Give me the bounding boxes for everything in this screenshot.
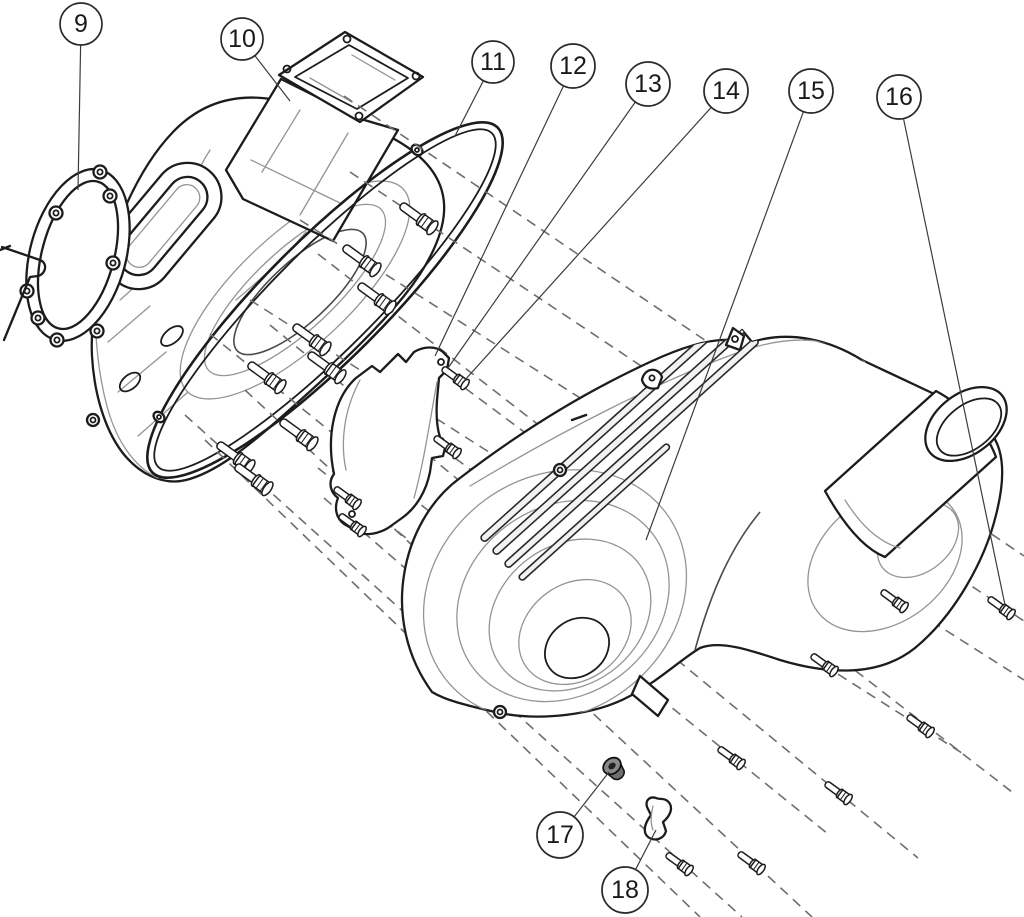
tick-mark [570, 413, 588, 422]
callout-circle-12[interactable] [550, 43, 596, 89]
callout-label-11: 11 [480, 48, 506, 76]
outer-cover [400, 326, 1008, 720]
callout-label-9: 9 [74, 10, 88, 38]
leader-10 [254, 55, 291, 102]
grommet [602, 756, 625, 781]
assembly-axis [317, 253, 1013, 793]
callout-circle-15[interactable] [788, 68, 834, 114]
callout-15[interactable]: 15 [788, 68, 834, 114]
callout-circle-14[interactable] [703, 68, 749, 114]
callout-17[interactable]: 17 [536, 811, 584, 859]
vent-louvers [480, 330, 759, 581]
callout-11[interactable]: 11 [471, 40, 515, 84]
gasket [19, 164, 131, 348]
callout-10[interactable]: 10 [220, 17, 264, 61]
callout-14[interactable]: 14 [703, 68, 749, 114]
leader-13 [447, 101, 636, 369]
leader-12 [434, 85, 565, 357]
leader-18 [635, 829, 657, 870]
inner-cover [85, 30, 446, 483]
leader-14 [463, 106, 712, 382]
air-duct-mouth [277, 30, 425, 124]
leader-11 [454, 80, 484, 137]
callout-label-12: 12 [559, 52, 587, 80]
intake-tube [823, 385, 1008, 559]
callout-label-14: 14 [712, 77, 740, 105]
callout-label-10: 10 [228, 25, 256, 53]
callout-label-17: 17 [546, 821, 574, 849]
callout-18[interactable]: 18 [601, 866, 649, 914]
callout-circle-11[interactable] [471, 40, 515, 84]
callout-circle-17[interactable] [536, 811, 584, 859]
callout-bubbles: 9 10 11 12 13 14 15 16 17 18 [59, 2, 922, 914]
callout-circle-16[interactable] [876, 74, 922, 120]
leader-lines [77, 44, 1006, 870]
retainer-clip [643, 796, 673, 841]
seal-ring [146, 121, 504, 479]
callout-13[interactable]: 13 [625, 61, 671, 107]
leader-17 [573, 771, 610, 818]
callout-16[interactable]: 16 [876, 74, 922, 120]
callout-label-15: 15 [797, 77, 825, 105]
callout-label-13: 13 [634, 70, 662, 98]
callout-circle-18[interactable] [601, 866, 649, 914]
callout-label-18: 18 [611, 876, 639, 904]
callout-9[interactable]: 9 [59, 2, 103, 46]
callout-circle-13[interactable] [625, 61, 671, 107]
leader-15 [645, 111, 804, 541]
leader-16 [902, 118, 1006, 606]
callout-label-16: 16 [885, 83, 913, 111]
wire-pointer [0, 245, 47, 342]
callout-circle-10[interactable] [220, 17, 264, 61]
callout-12[interactable]: 12 [550, 43, 596, 89]
gasket-tabs [19, 164, 121, 348]
callout-circle-9[interactable] [59, 2, 103, 46]
leader-9 [77, 44, 82, 191]
